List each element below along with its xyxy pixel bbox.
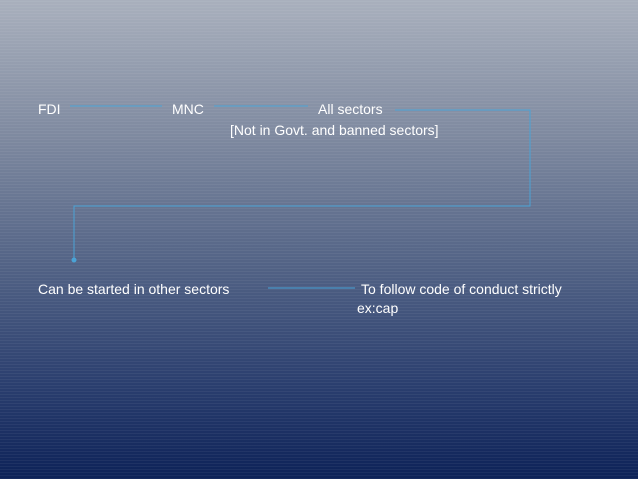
node-example: ex:cap (357, 300, 399, 316)
connector-arrow-head (71, 257, 77, 263)
node-mnc: MNC (172, 101, 204, 117)
node-exclusion-note: [Not in Govt. and banned sectors] (230, 122, 439, 138)
node-all-sectors: All sectors (318, 101, 383, 117)
node-code-of-conduct: To follow code of conduct strictly (361, 281, 562, 297)
connector-all-sectors-loop (73, 109, 531, 258)
node-other-sectors: Can be started in other sectors (38, 281, 230, 297)
node-fdi: FDI (38, 101, 61, 117)
